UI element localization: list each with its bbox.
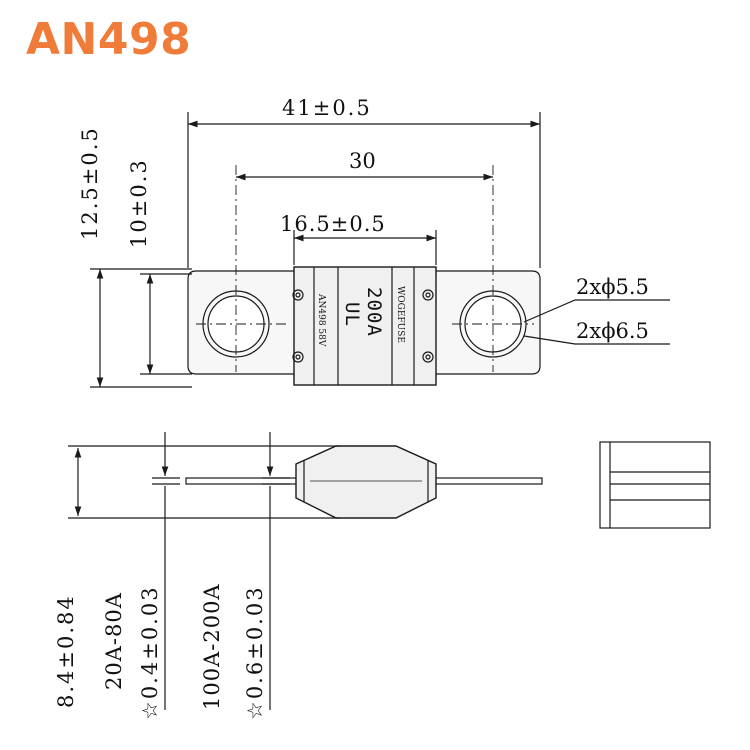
side-view	[68, 432, 543, 710]
body-rating: 200A	[363, 287, 385, 337]
side-body	[295, 445, 437, 519]
end-view	[599, 441, 711, 529]
dim-total-height-label: 12.5±0.5	[78, 126, 102, 240]
range-small-label: 20A-80A	[102, 592, 126, 690]
page-title: AN498	[26, 14, 192, 65]
dim-terminal-height-label: 10±0.3	[127, 158, 151, 248]
body-cert: UL	[341, 302, 363, 327]
body-model: AN498 58V	[316, 293, 326, 347]
blade-left	[185, 477, 301, 485]
body-brand: WOGEFUSE	[395, 286, 405, 343]
screw-icon	[292, 289, 434, 363]
tolerance-small-label: ☆0.4±0.03	[138, 585, 162, 720]
fuse-body	[293, 266, 437, 386]
hole-label-large: 2xϕ6.5	[576, 319, 649, 343]
dim-thickness-label: 8.4±0.84	[54, 594, 78, 708]
tolerance-large-label: ☆0.6±0.03	[243, 585, 267, 720]
dim-width-label: 41±0.5	[282, 96, 372, 120]
range-large-label: 100A-200A	[200, 583, 224, 710]
dim-hole-spacing-label: 30	[349, 149, 376, 173]
blade-right	[431, 477, 543, 485]
hole-label-small: 2xϕ5.5	[576, 275, 649, 299]
top-view	[90, 112, 670, 388]
dim-body-label: 16.5±0.5	[280, 212, 386, 236]
